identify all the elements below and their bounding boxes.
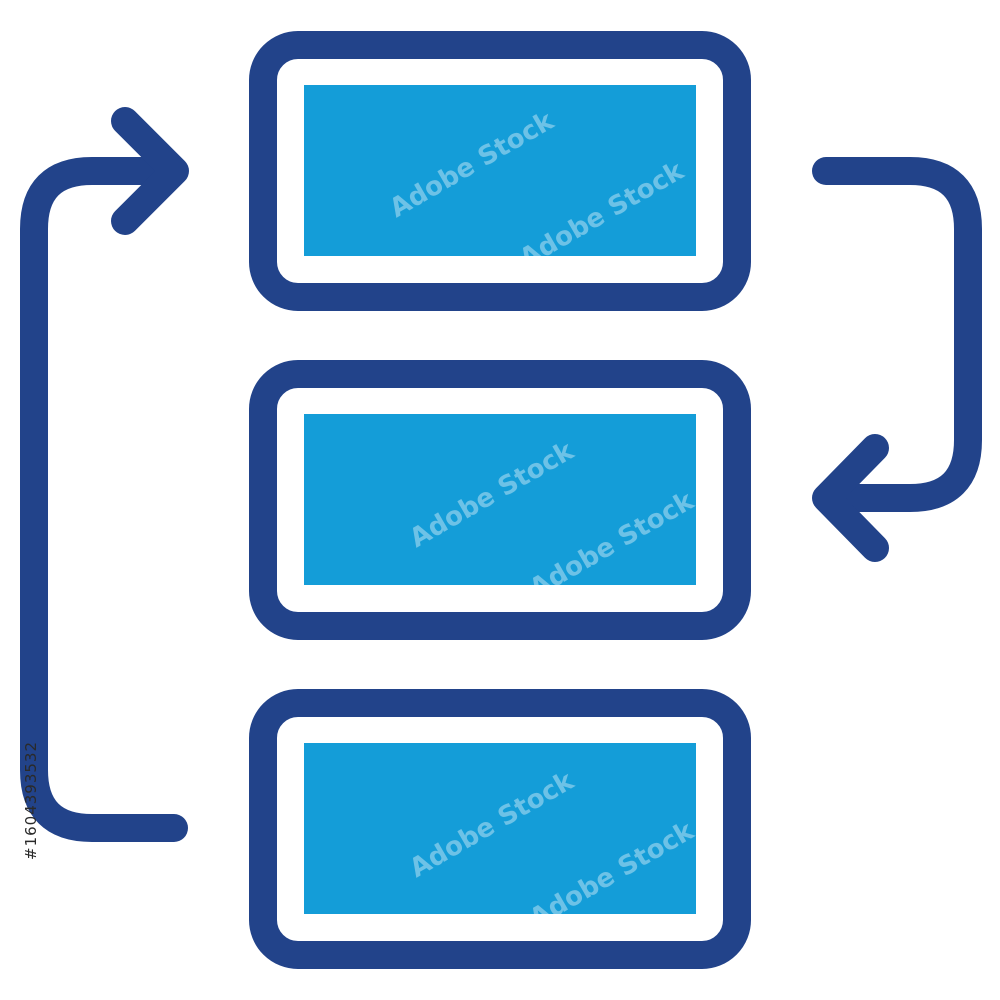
top-block (249, 31, 751, 311)
right-arrow (812, 157, 982, 562)
left-arrow-line (20, 157, 188, 842)
middle-block (249, 360, 751, 640)
middle-block-fill (304, 414, 696, 585)
right-arrow-line (812, 157, 982, 512)
bottom-block-fill (304, 743, 696, 914)
bottom-block (249, 689, 751, 969)
left-arrow (20, 107, 189, 842)
top-block-fill (304, 85, 696, 256)
stock-id-label: #1604393532 (22, 740, 40, 860)
arrow-left-head-icon (812, 434, 889, 562)
arrow-right-head-icon (111, 107, 189, 235)
